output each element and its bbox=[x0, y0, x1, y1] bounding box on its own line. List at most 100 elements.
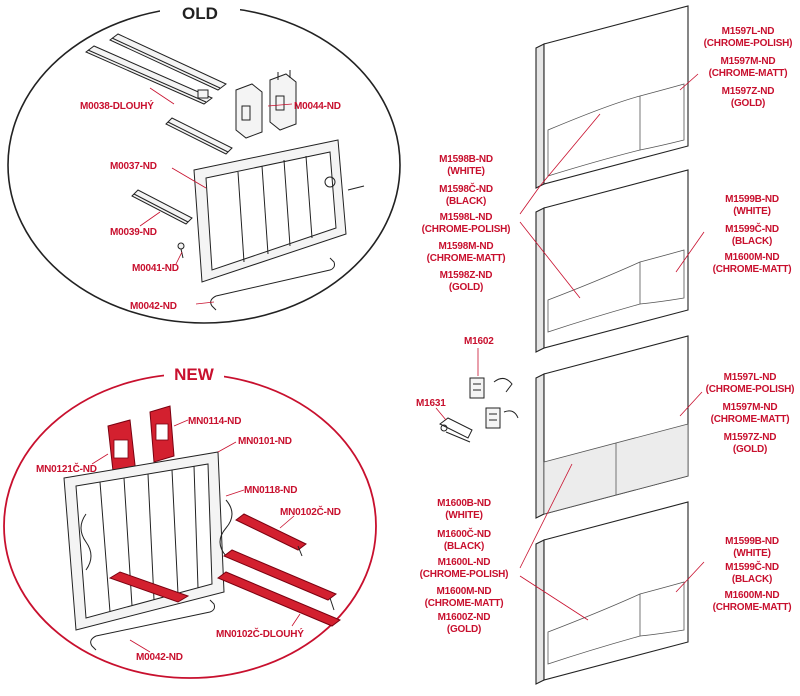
leader-mid-b-up bbox=[519, 463, 573, 569]
label-mn0102-dlouhy: MN0102Č-DLOUHÝ bbox=[216, 627, 304, 640]
labels-mid-a: M1598B-ND (WHITE) M1598Č-ND (BLACK) M159… bbox=[422, 154, 511, 293]
mid-a-label-line: M1598M-ND bbox=[439, 241, 494, 252]
plate3-label-line: (CHROME-POLISH) bbox=[706, 384, 795, 395]
mid-b-label-line: (CHROME-POLISH) bbox=[420, 569, 509, 580]
labels-mid-b: M1600B-ND (WHITE) M1600Č-ND (BLACK) M160… bbox=[420, 498, 509, 635]
labels-plate-1: M1597L-ND (CHROME-POLISH) M1597M-ND (CHR… bbox=[704, 26, 793, 109]
leader-m0042-old bbox=[195, 301, 215, 305]
label-m0037: M0037-ND bbox=[110, 161, 157, 172]
labels-plate-4: M1599B-ND (WHITE) M1599Č-ND (BLACK) M160… bbox=[713, 536, 792, 613]
flush-plate-3 bbox=[535, 335, 689, 519]
plate1-label-line: M1597L-ND bbox=[722, 26, 775, 37]
leader-plate4 bbox=[675, 561, 705, 593]
leader-mn0121 bbox=[91, 453, 109, 465]
mid-b-label-line: M1600Z-ND bbox=[438, 612, 491, 623]
plate2-label-line: M1599B-ND bbox=[725, 194, 779, 205]
leader-mid-a-up2 bbox=[539, 113, 601, 187]
plate4-label-line: M1599Č-ND bbox=[725, 560, 779, 573]
leader-mn0102-dlouhy bbox=[291, 613, 301, 627]
mid-a-label-line: (WHITE) bbox=[447, 166, 484, 177]
new-red-bracket-right bbox=[149, 405, 175, 463]
plate4-label-line: (CHROME-MATT) bbox=[713, 602, 792, 613]
flush-plate-4 bbox=[535, 501, 689, 685]
leader-m0039 bbox=[139, 211, 161, 227]
new-section-title: NEW bbox=[174, 365, 215, 384]
old-m0044-brackets bbox=[235, 70, 297, 139]
old-long-rails bbox=[85, 33, 227, 105]
flush-plate-2 bbox=[535, 169, 689, 353]
mid-a-label-line: M1598Č-ND bbox=[439, 182, 493, 195]
clips-group: M1602 M1631 bbox=[416, 336, 519, 443]
label-mn0121: MN0121Č-ND bbox=[36, 462, 97, 475]
plate2-label-line: M1599Č-ND bbox=[725, 222, 779, 235]
label-m0042-new: M0042-ND bbox=[136, 652, 183, 663]
label-m0041: M0041-ND bbox=[132, 263, 179, 274]
plate2-label-line: M1600M-ND bbox=[725, 252, 780, 263]
leader-mn0102 bbox=[279, 515, 295, 529]
plate4-label-line: (WHITE) bbox=[733, 548, 770, 559]
mid-b-label-line: (BLACK) bbox=[444, 541, 484, 552]
plate1-label-line: M1597Z-ND bbox=[722, 86, 775, 97]
label-m0038-dlouhy: M0038-DLOUHÝ bbox=[80, 99, 154, 112]
leader-mid-a-up bbox=[519, 185, 541, 215]
mid-b-label-line: M1600M-ND bbox=[437, 586, 492, 597]
mid-b-label-line: (GOLD) bbox=[447, 624, 481, 635]
leader-mn0114 bbox=[173, 419, 189, 427]
leader-m0042-new bbox=[129, 639, 151, 653]
old-section-title: OLD bbox=[182, 4, 218, 23]
label-m0044: M0044-ND bbox=[294, 101, 341, 112]
leader-dlouhy bbox=[149, 87, 175, 105]
plate3-label-line: M1597L-ND bbox=[724, 372, 777, 383]
plate1-label-line: M1597M-ND bbox=[721, 56, 776, 67]
plate2-label-line: (WHITE) bbox=[733, 206, 770, 217]
old-screw bbox=[177, 242, 185, 259]
mid-b-label-line: M1600Č-ND bbox=[437, 527, 491, 540]
labels-plate-3: M1597L-ND (CHROME-POLISH) M1597M-ND (CHR… bbox=[706, 372, 795, 455]
mid-a-label-line: M1598L-ND bbox=[440, 212, 493, 223]
label-m0039: M0039-ND bbox=[110, 227, 157, 238]
old-title-bg bbox=[160, 2, 240, 24]
plate4-label-line: M1599B-ND bbox=[725, 536, 779, 547]
leader-m0037 bbox=[171, 167, 207, 189]
leader-mn0118 bbox=[225, 489, 245, 497]
plate3-label-line: (CHROME-MATT) bbox=[711, 414, 790, 425]
plate4-label-line: (BLACK) bbox=[732, 574, 772, 585]
label-mn0114: MN0114-ND bbox=[188, 416, 241, 427]
mid-a-label-line: M1598B-ND bbox=[439, 154, 493, 165]
old-section: OLD bbox=[7, 2, 401, 324]
clip-m1602 bbox=[469, 377, 519, 429]
old-short-rail bbox=[165, 117, 233, 155]
mid-a-label-line: M1598Z-ND bbox=[440, 270, 493, 281]
label-mn0118: MN0118-ND bbox=[244, 485, 297, 496]
new-red-bars bbox=[108, 513, 341, 627]
mid-b-label-line: (CHROME-MATT) bbox=[425, 598, 504, 609]
new-title-bg bbox=[164, 362, 224, 386]
leader-mn0101 bbox=[217, 441, 237, 453]
leader-m0044 bbox=[267, 103, 293, 107]
plate1-label-line: (GOLD) bbox=[731, 98, 765, 109]
leader-plate1 bbox=[679, 73, 699, 91]
label-m1602: M1602 bbox=[464, 336, 494, 347]
plate3-label-line: M1597M-ND bbox=[723, 402, 778, 413]
mid-a-label-line: (GOLD) bbox=[449, 282, 483, 293]
label-mn0101: MN0101-ND bbox=[238, 436, 292, 447]
old-frame bbox=[193, 139, 365, 283]
leader-plate2 bbox=[675, 231, 705, 273]
mid-b-label-line: M1600B-ND bbox=[437, 498, 491, 509]
mid-a-label-line: (CHROME-POLISH) bbox=[422, 224, 511, 235]
leader-plate3 bbox=[679, 391, 703, 417]
mid-b-label-line: M1600L-ND bbox=[438, 557, 491, 568]
clip-m1631 bbox=[439, 417, 473, 443]
leader-mid-a-down bbox=[519, 221, 581, 299]
new-wire-hook bbox=[90, 599, 215, 651]
plate3-label-line: (GOLD) bbox=[733, 444, 767, 455]
mid-b-label-line: (WHITE) bbox=[445, 510, 482, 521]
label-m0042-old: M0042-ND bbox=[130, 301, 177, 312]
new-frame bbox=[63, 451, 233, 631]
mid-a-label-line: (BLACK) bbox=[446, 196, 486, 207]
label-mn0102: MN0102Č-ND bbox=[280, 505, 341, 518]
leader-m1631 bbox=[435, 407, 447, 421]
mid-a-label-line: (CHROME-MATT) bbox=[427, 253, 506, 264]
leader-m0041 bbox=[175, 251, 183, 265]
